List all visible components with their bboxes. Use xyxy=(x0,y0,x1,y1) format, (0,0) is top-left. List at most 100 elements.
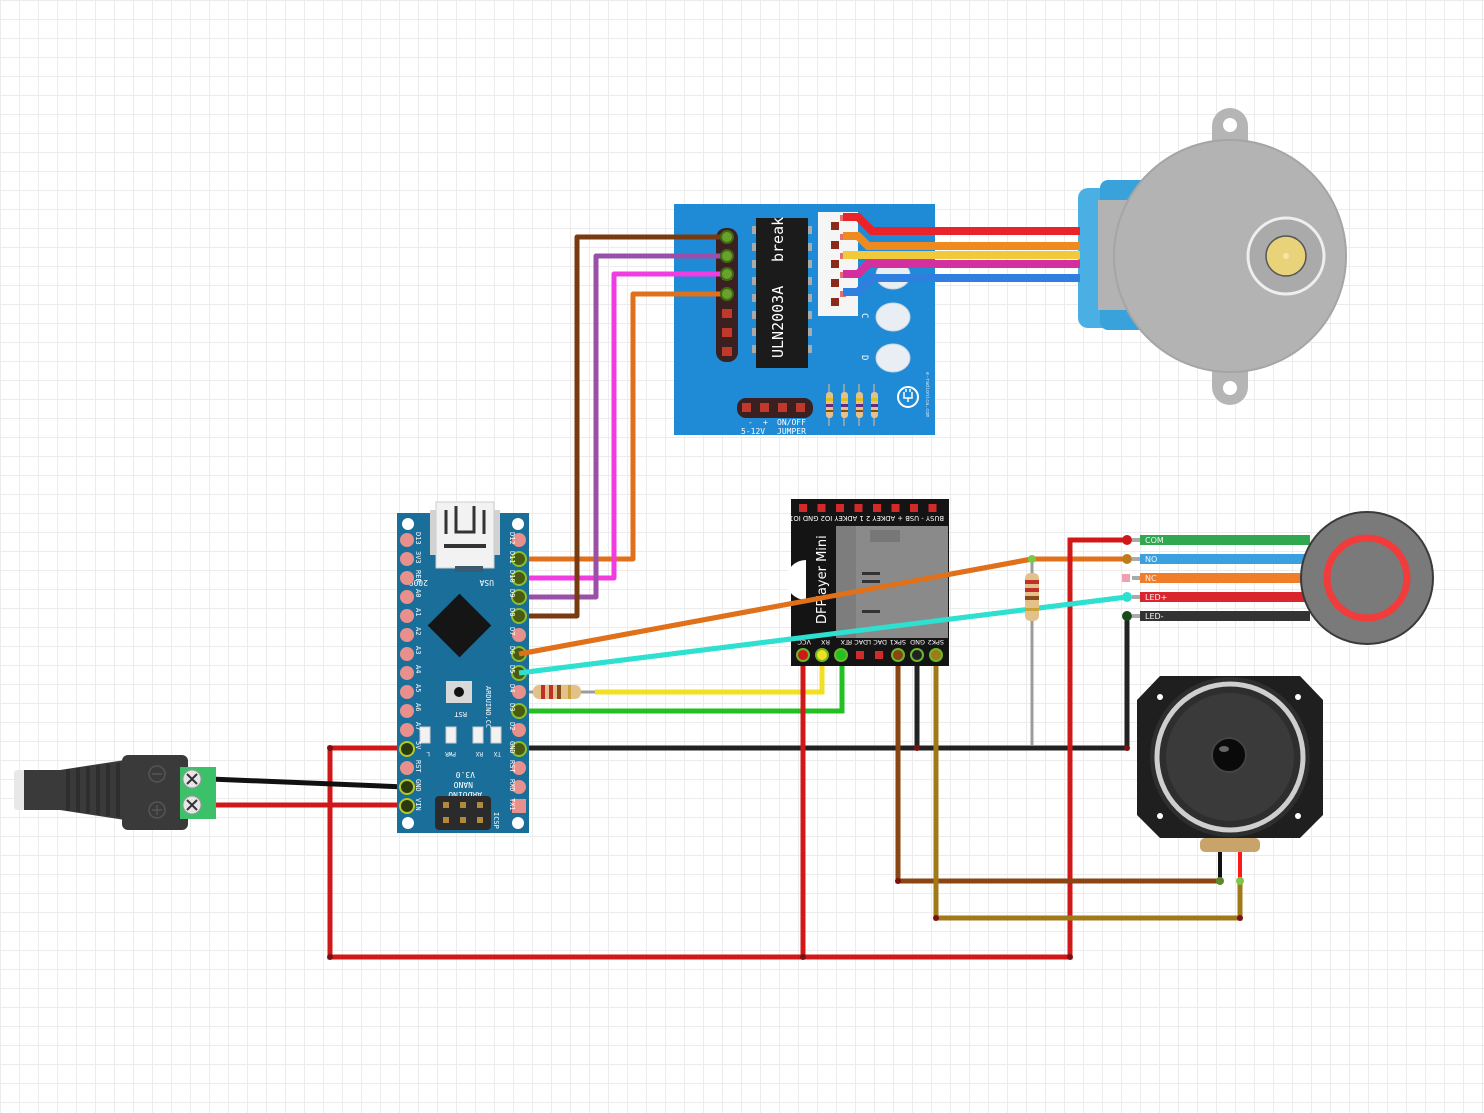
nano-pin-3v3[interactable]: 3V3 xyxy=(400,551,422,566)
nano-pin-label: GND xyxy=(508,741,516,754)
nano-pin-d11[interactable]: D11 xyxy=(508,551,527,567)
uln2003-input-pin[interactable] xyxy=(722,309,732,318)
nano-pin-vin[interactable]: VIN xyxy=(399,798,422,814)
nano-pin-d13[interactable]: D13 xyxy=(400,532,422,547)
nano-pin-tx1[interactable]: TX1 xyxy=(508,798,526,813)
button-led-ring xyxy=(1323,534,1411,622)
nano-pin-label: D11 xyxy=(508,551,516,564)
nano-pin-d3[interactable]: D3 xyxy=(508,703,527,719)
dfplayer-mini[interactable]: DFPlayer Mini BUSY - USB + ADKEY 2 1 ADK… xyxy=(786,499,949,666)
speaker-neg-terminal xyxy=(1216,877,1224,885)
dfplayer-pin-spk2[interactable] xyxy=(929,648,943,662)
dfplayer-pin-usb-+[interactable] xyxy=(836,504,844,512)
dfplayer-pin-gnd[interactable] xyxy=(910,504,918,512)
dfplayer-pin-adkey-2[interactable] xyxy=(854,504,863,512)
plug-logo-icon xyxy=(897,386,919,408)
dfplayer-pin-spk1[interactable] xyxy=(891,648,905,662)
dc-barrel-jack[interactable] xyxy=(14,755,216,830)
wire-stepper-blue[interactable] xyxy=(843,274,1080,296)
nano-pin-d2[interactable]: D2 xyxy=(508,722,526,737)
nano-pin-a2[interactable]: A2 xyxy=(400,627,422,642)
nano-icsp-header xyxy=(435,796,491,830)
nano-pin-ref[interactable]: REF xyxy=(400,570,422,585)
uln2003-label-voltage: 5-12V xyxy=(741,427,765,436)
wire-end-dot xyxy=(1122,535,1132,545)
button-lead-com[interactable] xyxy=(1140,535,1310,545)
nano-pin-label: RST xyxy=(508,760,516,773)
nano-pin-a5[interactable]: A5 xyxy=(400,684,422,699)
nano-pin-5v[interactable]: 5V xyxy=(399,741,422,757)
wire-d9-in2[interactable] xyxy=(519,253,728,600)
nano-pin-a3[interactable]: A3 xyxy=(400,646,422,661)
button-lead-ledminus[interactable] xyxy=(1140,611,1310,621)
wire-joint xyxy=(1237,915,1243,921)
icsp-pin xyxy=(477,802,483,808)
nano-pin-gnd[interactable]: GND xyxy=(508,741,527,757)
dfplayer-pin-tx[interactable] xyxy=(834,648,848,662)
nano-pin-a1[interactable]: A1 xyxy=(400,608,422,623)
dfplayer-pin-dac-l[interactable] xyxy=(875,651,883,659)
nano-led xyxy=(490,726,502,744)
wire-spk2-speaker[interactable] xyxy=(933,655,1243,921)
dfplayer-pin-adkey-1[interactable] xyxy=(873,504,881,512)
dfplayer-pin-io1[interactable] xyxy=(928,504,937,512)
plus-symbol-icon xyxy=(148,801,166,819)
nano-pin-label: D7 xyxy=(508,627,516,635)
wire-stepper-pink[interactable] xyxy=(843,260,1080,278)
uln2003-power-pin[interactable] xyxy=(760,403,769,412)
dfplayer-pin-dac-r[interactable] xyxy=(856,651,864,659)
dfplayer-pin-usb--[interactable] xyxy=(817,504,826,512)
uln2003-resistors xyxy=(826,384,878,426)
uln2003-input-pin[interactable] xyxy=(722,347,732,356)
uln2003-input-pin[interactable] xyxy=(722,328,732,337)
uln2003-site-text: e-radionica.com xyxy=(924,372,930,417)
nano-pin-d8[interactable]: D8 xyxy=(508,608,527,624)
nano-pin-rst[interactable]: RST xyxy=(400,760,422,775)
nano-pin-label: REF xyxy=(414,570,422,583)
nano-pin-label: A0 xyxy=(414,589,422,597)
nano-pin-a6[interactable]: A6 xyxy=(400,703,422,718)
nano-pin-d12[interactable]: D12 xyxy=(508,532,526,547)
nano-pin-d4[interactable]: D4 xyxy=(508,684,526,699)
nano-pin-gnd[interactable]: GND xyxy=(399,779,422,795)
wire-d4-dfplayer-rx[interactable] xyxy=(595,655,825,695)
dfplayer-pin-io2[interactable] xyxy=(891,504,900,512)
button-lead-ledplus[interactable] xyxy=(1140,592,1310,602)
dfplayer-pin-busy[interactable] xyxy=(799,504,807,512)
uln2003-power-pin[interactable] xyxy=(742,403,751,412)
wire-5v-bus[interactable] xyxy=(327,537,1127,960)
speaker[interactable] xyxy=(1137,676,1323,852)
nano-pin-rst[interactable]: RST xyxy=(508,760,526,775)
button-lead-nc[interactable] xyxy=(1140,573,1310,583)
uln2003-power-pin[interactable] xyxy=(778,403,787,412)
nano-pin-d7[interactable]: D7 xyxy=(508,627,526,642)
stepper-body xyxy=(1113,139,1347,373)
button-lead-no[interactable] xyxy=(1140,554,1310,564)
nano-pin-a0[interactable]: A0 xyxy=(400,589,422,604)
nano-pin-d10[interactable]: D10 xyxy=(508,570,527,586)
speaker-pos-terminal xyxy=(1236,877,1244,885)
nano-led xyxy=(445,726,457,744)
wire-d3-dfplayer-tx[interactable] xyxy=(519,655,845,714)
nano-pin-label: RST xyxy=(414,760,422,773)
resistor-pulldown[interactable] xyxy=(1025,573,1039,621)
wire-joint xyxy=(1124,745,1130,751)
nano-pin-a7[interactable]: A7 xyxy=(400,722,422,737)
wire-stepper-orange[interactable] xyxy=(843,232,1080,250)
resistor-d4[interactable] xyxy=(533,685,581,699)
wire-jack-gnd[interactable] xyxy=(209,776,406,790)
uln2003-power-pin[interactable] xyxy=(796,403,805,412)
dfplayer-pin-gnd[interactable] xyxy=(910,648,924,662)
dfplayer-pin-rx[interactable] xyxy=(815,648,829,662)
wire-stepper-red[interactable] xyxy=(843,213,1080,235)
stepper-motor[interactable] xyxy=(1078,108,1347,405)
nano-pin-d9[interactable]: D9 xyxy=(508,589,527,605)
dfplayer-pin-vcc[interactable] xyxy=(796,648,810,662)
nano-pin-a4[interactable]: A4 xyxy=(400,665,422,680)
wire-d8-in1[interactable] xyxy=(519,234,728,619)
nano-pin-rxd[interactable]: RXD xyxy=(508,779,526,794)
wire-d10-in3[interactable] xyxy=(519,271,728,581)
